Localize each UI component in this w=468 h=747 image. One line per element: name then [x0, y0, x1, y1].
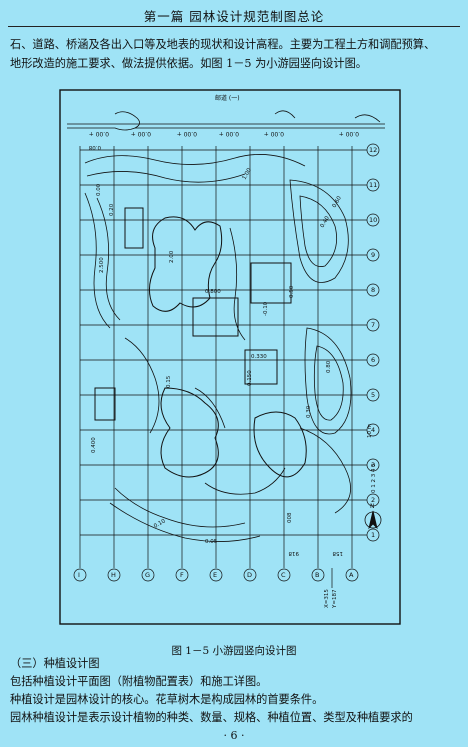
- svg-text:2.500: 2.500: [99, 257, 105, 273]
- svg-text:E: E: [213, 571, 217, 579]
- top-elevations: 0.00 + 0.00 + 0.00 + 0.00 + 0.00 + 0.00 …: [89, 130, 359, 137]
- figure-caption: 图 1－5 小游园竖向设计图: [171, 645, 297, 657]
- svg-text:10: 10: [369, 216, 377, 224]
- svg-text:G: G: [145, 571, 150, 579]
- svg-text:N: N: [370, 503, 375, 510]
- svg-text:0.05: 0.05: [205, 539, 218, 545]
- svg-text:9: 9: [371, 251, 375, 259]
- body-line-1: 石、道路、桥涵及各出入口等及地表的现状和设计高程。主要为工程土方和调配预算、: [10, 38, 436, 51]
- contour-labels: 0.00 0.20 0.40 0.60 0.80 1.00 0.50 0.30 …: [91, 167, 343, 545]
- svg-text:0.30: 0.30: [306, 405, 312, 418]
- svg-text:0.80: 0.80: [326, 360, 332, 373]
- svg-text:F: F: [180, 571, 184, 579]
- svg-text:7: 7: [371, 321, 375, 329]
- svg-text:0.330: 0.330: [251, 354, 267, 360]
- section-heading: （三）种植设计图: [10, 657, 100, 670]
- svg-text:12: 12: [369, 146, 377, 154]
- svg-text:0.08: 0.08: [88, 144, 101, 150]
- svg-text:0.40: 0.40: [320, 215, 332, 229]
- svg-text:0.10: 0.10: [153, 518, 167, 530]
- svg-text:8: 8: [371, 286, 375, 294]
- svg-text:0 1 2 3 4 5: 0 1 2 3 4 5: [371, 463, 377, 493]
- top-road-label: 邮道 (一): [215, 94, 240, 102]
- svg-text:-0.10: -0.10: [263, 301, 269, 316]
- svg-text:X=315: X=315: [324, 589, 330, 608]
- svg-text:0.800: 0.800: [205, 289, 221, 295]
- svg-text:0.00 +: 0.00 +: [89, 130, 109, 137]
- svg-text:0.00 +: 0.00 +: [264, 130, 284, 137]
- svg-text:0.00 +: 0.00 +: [339, 130, 359, 137]
- svg-text:0.00 +: 0.00 +: [219, 130, 239, 137]
- vertical-design-drawing: 邮道 (一) 0.00 + 0.00 + 0.00 + 0.00 + 0.00 …: [59, 89, 401, 625]
- svg-text:158: 158: [332, 550, 343, 556]
- svg-text:10 m: 10 m: [367, 424, 373, 438]
- svg-text:0.150: 0.150: [247, 370, 253, 386]
- svg-text:6: 6: [371, 356, 375, 364]
- site-features: [94, 207, 307, 478]
- top-boundary-wall: [67, 110, 385, 131]
- svg-text:008: 008: [287, 512, 293, 523]
- body-line-5: 园林种植设计是表示设计植物的种类、数量、规格、种植位置、类型及种植要求的: [10, 711, 413, 724]
- svg-text:2: 2: [371, 496, 375, 504]
- svg-text:0.00 +: 0.00 +: [131, 130, 151, 137]
- drawing-frame: [59, 89, 401, 625]
- svg-text:2.00: 2.00: [169, 250, 175, 263]
- svg-text:C: C: [281, 571, 286, 579]
- header-rule: [8, 26, 460, 27]
- svg-text:I: I: [78, 571, 80, 579]
- svg-text:4: 4: [371, 426, 375, 434]
- page-number: · 6 ·: [223, 729, 245, 742]
- coordinate-grid: [79, 146, 367, 568]
- svg-text:0.00: 0.00: [96, 183, 102, 196]
- svg-text:11: 11: [369, 181, 377, 189]
- svg-text:0.60: 0.60: [332, 195, 344, 209]
- scale-bar: 10 m 0 1 2 3 4 5: [367, 424, 377, 493]
- svg-text:D: D: [247, 571, 252, 579]
- side-labels: 0.08 918 158 008: [88, 144, 343, 556]
- svg-text:H: H: [111, 571, 116, 579]
- body-line-2: 地形改造的施工要求、做法提供依据。如图 1－5 为小游园竖向设计图。: [10, 57, 367, 70]
- coordinate-labels: X=315 Y=187: [324, 589, 338, 609]
- row-labels: 12 11 10 9 8 7 6 5 4 3 2 1: [366, 143, 380, 542]
- svg-text:0.20: 0.20: [109, 203, 115, 216]
- column-labels: I H G F E D C B A: [73, 568, 359, 582]
- contour-lines: [84, 154, 352, 542]
- svg-text:5: 5: [371, 391, 375, 399]
- svg-text:1.00: 1.00: [242, 167, 254, 181]
- svg-text:0.50: 0.50: [289, 285, 295, 298]
- svg-text:918: 918: [288, 550, 299, 556]
- body-line-3: 包括种植设计平面图（附植物配置表）和施工详图。: [10, 675, 268, 688]
- north-arrow: N: [364, 503, 382, 530]
- svg-text:0.400: 0.400: [91, 437, 97, 453]
- svg-text:3: 3: [371, 461, 375, 469]
- svg-text:B: B: [315, 571, 319, 579]
- svg-text:A: A: [349, 571, 354, 579]
- running-header: 第一篇 园林设计规范制图总论: [143, 9, 325, 24]
- svg-text:0.15: 0.15: [166, 375, 172, 388]
- svg-text:1: 1: [371, 531, 375, 539]
- svg-text:0.00 +: 0.00 +: [177, 130, 197, 137]
- svg-text:Y=187: Y=187: [332, 589, 338, 609]
- body-line-4: 种植设计是园林设计的核心。花草树木是构成园林的首要条件。: [10, 693, 324, 706]
